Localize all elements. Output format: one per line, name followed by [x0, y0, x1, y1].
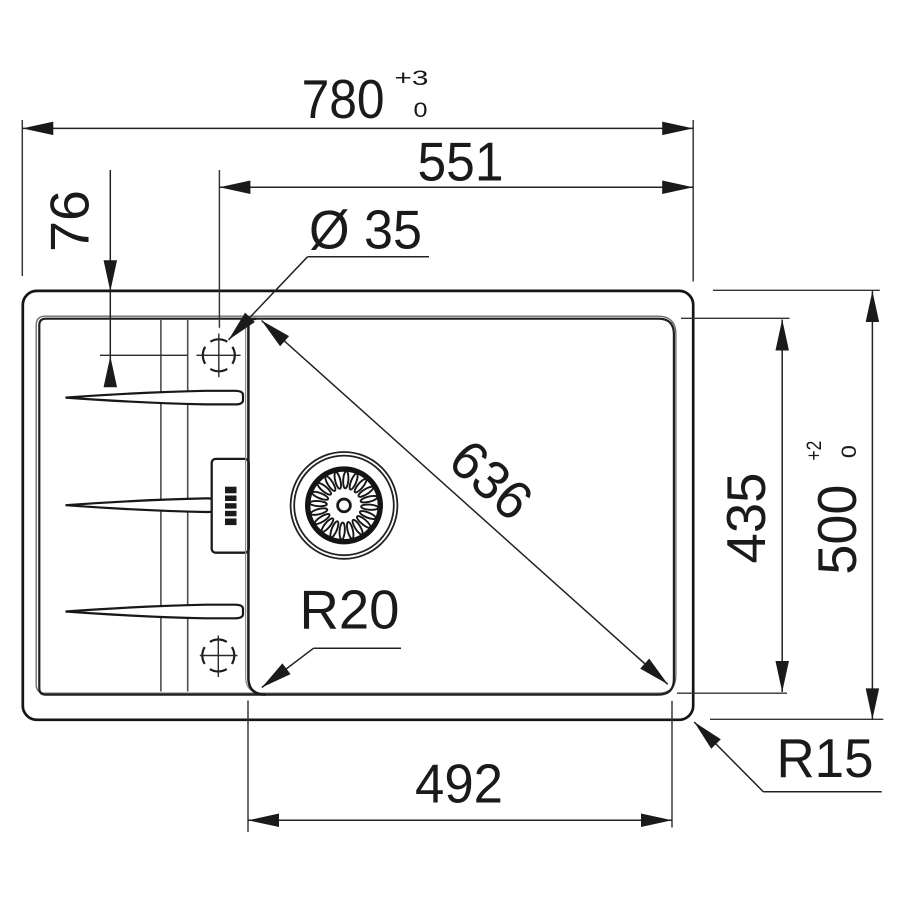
- svg-text:551: 551: [418, 131, 504, 192]
- svg-text:492: 492: [415, 754, 503, 815]
- svg-text:Ø 35: Ø 35: [309, 199, 422, 260]
- svg-text:76: 76: [40, 190, 101, 252]
- svg-text:R15: R15: [777, 728, 874, 789]
- svg-text:+3: +3: [395, 67, 429, 90]
- svg-text:+2: +2: [803, 441, 826, 461]
- svg-text:780: 780: [302, 69, 385, 130]
- svg-text:0: 0: [838, 445, 861, 458]
- svg-text:435: 435: [716, 473, 777, 564]
- svg-text:R20: R20: [300, 579, 400, 640]
- svg-text:500: 500: [807, 485, 868, 575]
- svg-text:0: 0: [414, 99, 428, 122]
